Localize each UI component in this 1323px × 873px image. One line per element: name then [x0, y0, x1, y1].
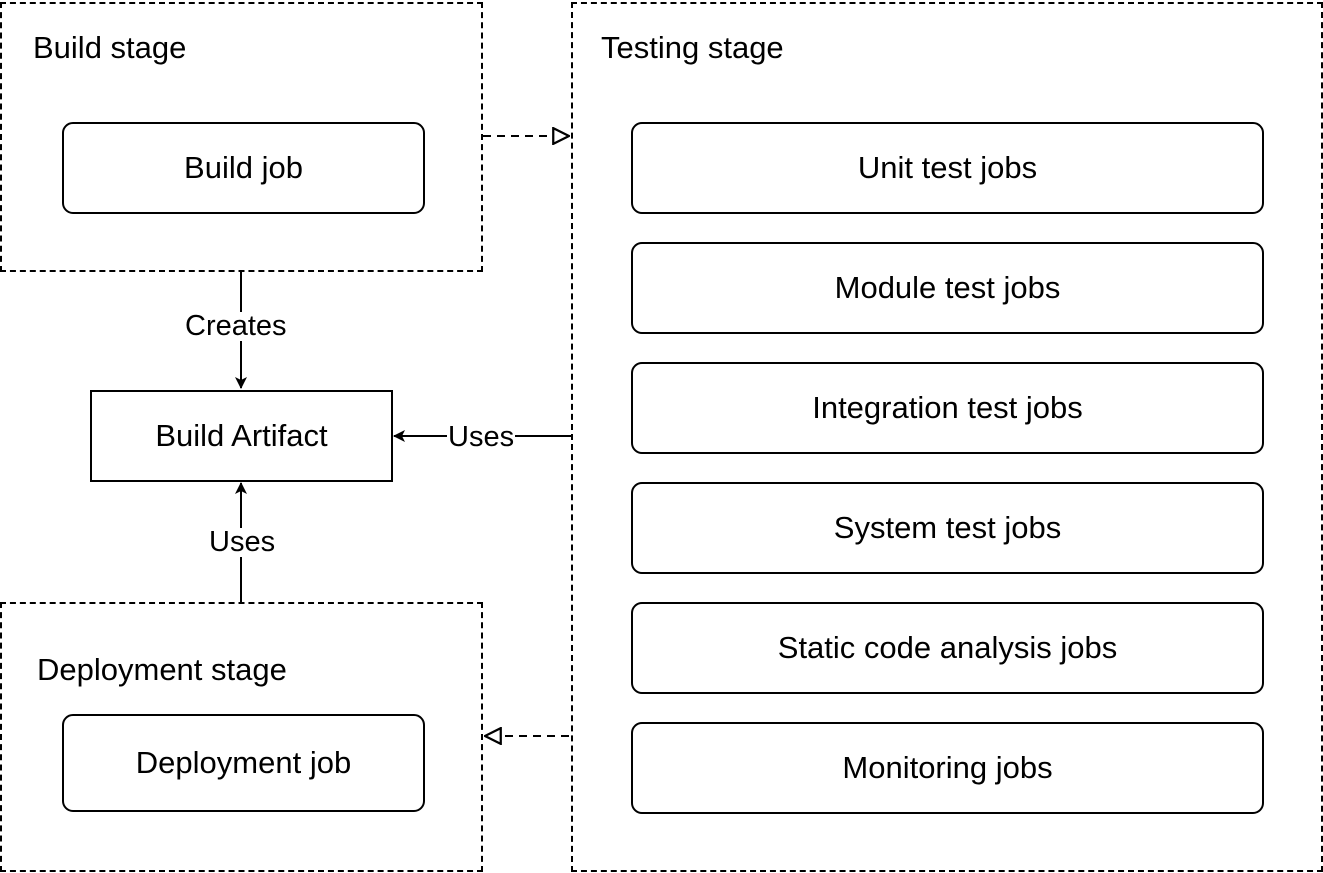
- monitoring-jobs[interactable]: Monitoring jobs: [631, 722, 1264, 814]
- build-job[interactable]: Build job: [62, 122, 425, 214]
- deployment-stage-title: Deployment stage: [37, 652, 287, 687]
- static-code-analysis-jobs[interactable]: Static code analysis jobs: [631, 602, 1264, 694]
- testing-stage: Testing stage Unit test jobs Module test…: [571, 2, 1323, 872]
- build-artifact[interactable]: Build Artifact: [90, 390, 393, 482]
- deployment-job[interactable]: Deployment job: [62, 714, 425, 812]
- testing-stage-title: Testing stage: [601, 30, 784, 65]
- testing-uses-label: Uses: [447, 421, 516, 453]
- unit-test-jobs[interactable]: Unit test jobs: [631, 122, 1264, 214]
- module-test-jobs[interactable]: Module test jobs: [631, 242, 1264, 334]
- system-test-jobs[interactable]: System test jobs: [631, 482, 1264, 574]
- deployment-stage: Deployment stage Deployment job: [0, 602, 483, 872]
- creates-label: Creates: [184, 310, 288, 342]
- build-stage: Build stage Build job: [0, 2, 483, 272]
- integration-test-jobs[interactable]: Integration test jobs: [631, 362, 1264, 454]
- deployment-uses-label: Uses: [208, 526, 277, 558]
- build-stage-title: Build stage: [33, 30, 187, 65]
